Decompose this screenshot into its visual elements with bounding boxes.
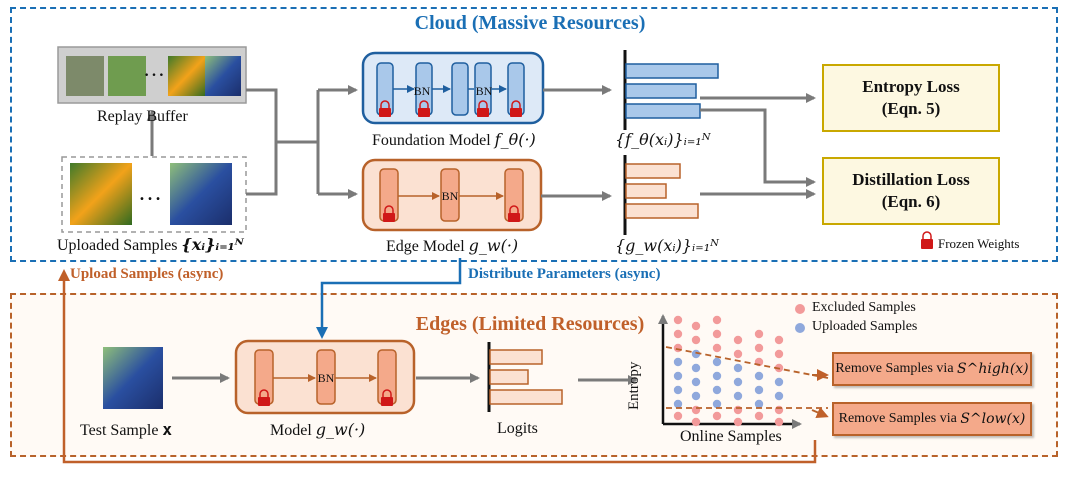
excluded-sample-point: [774, 405, 784, 415]
excluded-sample-point: [712, 315, 722, 325]
legend-excluded-dot: [795, 304, 805, 314]
uploaded-sample-point: [774, 391, 784, 401]
remove-high-box: Remove Samples via S^high(x): [832, 352, 1032, 386]
foundation-model-math: f_θ(·): [494, 130, 536, 149]
uploaded-sample-point: [712, 385, 722, 395]
online-samples-axis-label: Online Samples: [680, 428, 782, 445]
foundation-output-math: {f_θ(xᵢ)}ᵢ₌₁ᴺ: [615, 130, 711, 149]
distillation-loss-box: Distillation Loss (Eqn. 6): [822, 157, 1000, 225]
edge-model-cloud: [361, 158, 543, 232]
edge-model: [234, 339, 416, 415]
excluded-sample-point: [754, 343, 764, 353]
legend-excluded-label: Excluded Samples: [812, 300, 916, 315]
uploaded-sample-point: [712, 399, 722, 409]
uploaded-ellipsis: …: [138, 180, 162, 206]
logits-bars: [487, 342, 563, 412]
logits-label: Logits: [497, 420, 538, 437]
uploaded-sample-point: [754, 371, 764, 381]
uploaded-sample-point: [754, 385, 764, 395]
entropy-loss-title: Entropy Loss: [862, 77, 960, 96]
excluded-sample-point: [691, 405, 701, 415]
replay-buffer: [57, 46, 247, 104]
uploaded-flower-image: [70, 163, 132, 225]
legend-uploaded-label: Uploaded Samples: [812, 319, 918, 334]
remove-high-math: S^high(x): [957, 361, 1029, 377]
entropy-loss-box: Entropy Loss (Eqn. 5): [822, 64, 1000, 132]
excluded-sample-point: [774, 335, 784, 345]
edge-bn: BN: [318, 371, 335, 385]
entropy-loss-eqn: (Eqn. 5): [881, 99, 941, 118]
foundation-bn-1: BN: [414, 84, 431, 98]
excluded-sample-point: [733, 349, 743, 359]
excluded-sample-point: [691, 335, 701, 345]
uploaded-sample-point: [691, 363, 701, 373]
cloud-region: [10, 7, 1058, 262]
uploaded-sample-point: [712, 371, 722, 381]
uploaded-sample-point: [691, 349, 701, 359]
distillation-loss-eqn: (Eqn. 6): [881, 192, 941, 211]
upload-samples-label: Upload Samples (async): [70, 266, 224, 282]
excluded-sample-point: [673, 343, 683, 353]
edges-title: Edges (Limited Resources): [415, 313, 645, 335]
remove-low-box: Remove Samples via S^low(x): [832, 402, 1032, 436]
remove-low-math: S^low(x): [960, 411, 1026, 427]
distribute-parameters-label: Distribute Parameters (async): [468, 266, 661, 282]
test-sample-math: x: [162, 420, 173, 439]
legend-uploaded-dot: [795, 323, 805, 333]
entropy-axis-label: Entropy: [626, 361, 642, 410]
scatter-points: [673, 315, 784, 427]
edge-cloud-bn: BN: [442, 189, 459, 203]
excluded-sample-point: [691, 417, 701, 427]
foundation-model: [361, 51, 545, 125]
edge-model-label: Edge Model g_w(·): [386, 236, 519, 255]
frozen-weights-lock-icon: [921, 231, 933, 249]
excluded-sample-point: [712, 343, 722, 353]
uploaded-sample-point: [774, 377, 784, 387]
excluded-sample-point: [673, 329, 683, 339]
uploaded-samples-label: Uploaded Samples {xᵢ}ᵢ₌₁ᴺ: [57, 235, 244, 254]
foundation-output-bars: [623, 50, 719, 130]
excluded-sample-point: [673, 315, 683, 325]
uploaded-sample-point: [673, 357, 683, 367]
test-sample-label: Test Sample x: [80, 420, 173, 439]
uploaded-sample-point: [673, 399, 683, 409]
edge-output-bars: [623, 155, 699, 235]
excluded-sample-point: [754, 329, 764, 339]
excluded-sample-point: [712, 329, 722, 339]
excluded-sample-point: [754, 411, 764, 421]
distillation-loss-title: Distillation Loss: [852, 170, 970, 189]
excluded-sample-point: [774, 349, 784, 359]
edge-output-math: {g_w(xᵢ)}ᵢ₌₁ᴺ: [615, 236, 719, 255]
excluded-sample-point: [733, 405, 743, 415]
uploaded-samples-box: [61, 156, 247, 233]
excluded-sample-point: [774, 417, 784, 427]
uploaded-sample-point: [691, 377, 701, 387]
uploaded-samples-math: {xᵢ}ᵢ₌₁ᴺ: [181, 235, 244, 254]
uploaded-bird-image: [170, 163, 232, 225]
excluded-sample-point: [673, 411, 683, 421]
uploaded-sample-point: [733, 377, 743, 387]
excluded-sample-point: [691, 321, 701, 331]
uploaded-sample-point: [754, 399, 764, 409]
foundation-model-label: Foundation Model f_θ(·): [372, 130, 536, 149]
edge-model-math-bottom: g_w(·): [315, 420, 366, 439]
uploaded-sample-point: [733, 391, 743, 401]
foundation-bn-2: BN: [476, 84, 493, 98]
excluded-sample-point: [712, 411, 722, 421]
uploaded-sample-point: [673, 385, 683, 395]
replay-buffer-label: Replay Buffer: [97, 108, 188, 125]
edge-model-math: g_w(·): [468, 236, 519, 255]
uploaded-sample-point: [673, 371, 683, 381]
uploaded-sample-point: [733, 363, 743, 373]
test-sample-image: [103, 347, 163, 409]
replay-ellipsis: …: [143, 56, 165, 81]
excluded-sample-point: [733, 335, 743, 345]
frozen-weights-label: Frozen Weights: [938, 236, 1020, 251]
cloud-title: Cloud (Massive Resources): [414, 12, 646, 34]
uploaded-sample-point: [712, 357, 722, 367]
uploaded-sample-point: [691, 391, 701, 401]
excluded-sample-point: [733, 417, 743, 427]
edge-model-label-bottom: Model g_w(·): [270, 420, 366, 439]
